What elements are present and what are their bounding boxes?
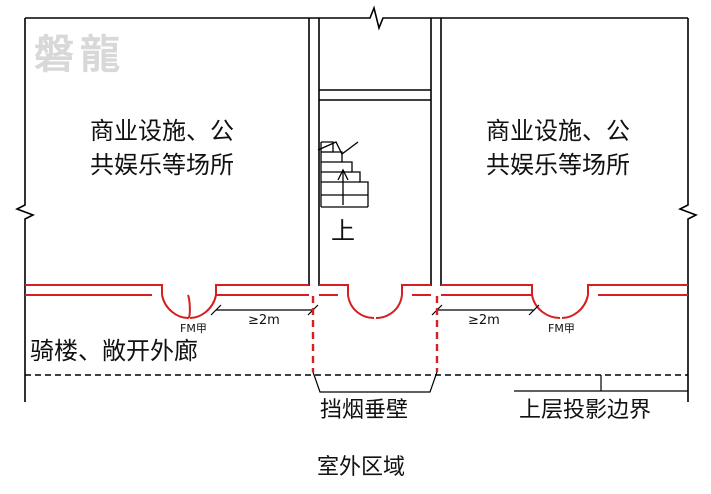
right-room-label-line1: 商业设施、公 [486, 117, 630, 145]
right-room-label-line2: 共娱乐等场所 [486, 151, 630, 179]
left-room-label-line1: 商业设施、公 [90, 117, 234, 145]
outdoor-area-label: 室外区域 [317, 455, 406, 480]
leader-lines [312, 371, 688, 393]
gap-right-dimension: ≥2m [468, 313, 500, 328]
left-wall [15, 18, 35, 402]
dimension-lines [210, 304, 540, 316]
smoke-barrier [311, 296, 439, 372]
gap-left-dimension: ≥2m [248, 313, 280, 328]
fire-walls [25, 284, 688, 320]
left-room-label-line2: 共娱乐等场所 [90, 151, 234, 179]
stair-steps [317, 141, 369, 208]
right-wall [678, 18, 698, 402]
stair-core [308, 18, 442, 286]
projection-boundary-label: 上层投影边界 [519, 398, 652, 423]
arcade-label: 骑楼、敞开外廊 [30, 337, 198, 365]
top-wall [25, 5, 688, 31]
smoke-wall-label: 挡烟垂壁 [320, 398, 409, 423]
door-right-label: FM甲 [548, 322, 575, 335]
outer-walls [15, 5, 698, 402]
door-left-label: FM甲 [180, 322, 207, 335]
stair-up-label: 上 [331, 217, 355, 245]
watermark: 磐龍 [34, 32, 126, 78]
